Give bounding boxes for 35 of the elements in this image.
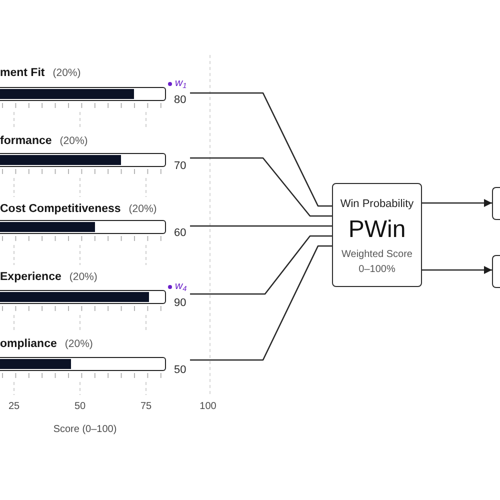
axis-title: Score (0–100)	[53, 423, 117, 437]
connector-line	[190, 92, 332, 207]
arrow	[422, 199, 492, 207]
axis-tick-label: 50	[74, 400, 86, 414]
criterion-label: Cost Competitiveness	[0, 202, 121, 217]
criterion-label: ompliance	[0, 337, 57, 352]
process-box	[492, 255, 500, 288]
connector-line	[190, 157, 332, 217]
card-title: Win Probability	[340, 196, 414, 210]
axis-tick-label: 75	[140, 400, 152, 414]
arrow	[422, 266, 492, 274]
score-value: 90	[174, 296, 186, 310]
score-value: 80	[174, 93, 186, 107]
process-box	[492, 187, 500, 220]
probability-card	[332, 183, 422, 287]
metric-name: PWin	[348, 216, 406, 244]
weight-percent: (20%)	[60, 134, 88, 149]
score-value: 60	[174, 226, 186, 240]
card-subtitle: Weighted Score 0–100%	[340, 248, 414, 276]
axis-tick-label: 25	[8, 400, 20, 414]
criterion-label: formance	[0, 134, 52, 149]
axis-tick-label: 100	[200, 400, 216, 414]
weight-symbol: w$_{1}$	[175, 77, 187, 90]
connector-line	[190, 235, 332, 295]
weight-symbol: w$_{4}$	[175, 280, 187, 293]
score-value: 50	[174, 363, 186, 377]
weight-percent: (20%)	[52, 66, 81, 81]
weight-percent: (20%)	[128, 202, 157, 217]
weight-percent: (20%)	[64, 337, 93, 352]
criterion-label: Experience	[0, 270, 62, 285]
criterion-label: ment Fit	[0, 66, 45, 81]
score-value: 70	[174, 159, 186, 173]
weight-percent: (20%)	[69, 270, 98, 285]
connector-line	[190, 225, 332, 227]
connector-line	[190, 245, 332, 361]
